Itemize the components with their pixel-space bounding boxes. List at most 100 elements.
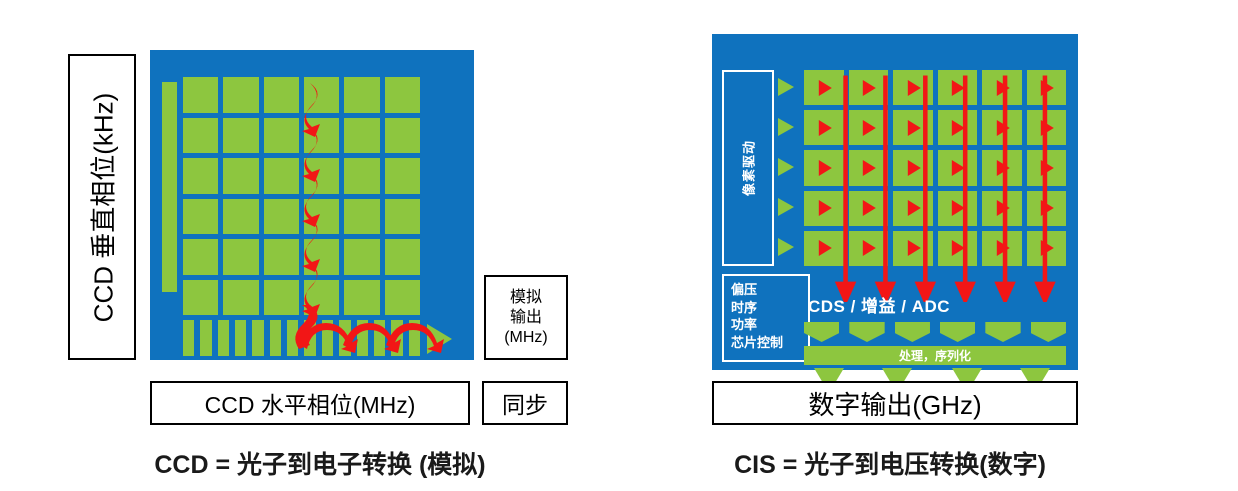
ccd-vertical-phase-text: CCD 垂直相位(kHz) bbox=[88, 92, 119, 322]
ccd-caption: CCD = 光子到电子转换 (模拟) bbox=[60, 443, 580, 483]
ccd-pixel bbox=[183, 239, 219, 275]
ccd-register-cell bbox=[269, 320, 282, 356]
cis-pixel bbox=[893, 70, 933, 106]
cis-pixel bbox=[937, 150, 977, 186]
ccd-pixel bbox=[384, 198, 420, 234]
ccd-register-cell bbox=[200, 320, 212, 356]
ccd-sync-box: 同步 bbox=[482, 381, 568, 425]
ccd-pixel bbox=[344, 117, 380, 153]
ccd-analog-output-box: 模拟 输出 (MHz) bbox=[484, 275, 568, 360]
ccd-pixel bbox=[303, 117, 340, 153]
cis-caption: CIS = 光子到电压转换(数字) bbox=[680, 443, 1100, 483]
cis-adc-block bbox=[939, 322, 976, 342]
cis-pixel bbox=[848, 230, 888, 266]
cis-adc-block bbox=[985, 322, 1021, 342]
cis-pixel bbox=[848, 150, 888, 186]
cis-row-arrow-icon bbox=[778, 238, 794, 256]
ccd-sync-text: 同步 bbox=[502, 392, 548, 418]
cis-pixel bbox=[982, 230, 1022, 266]
ccd-pixel bbox=[223, 117, 259, 153]
cis-pixel bbox=[804, 110, 844, 146]
ccd-horizontal-shift-register bbox=[183, 320, 420, 356]
cis-pixel bbox=[804, 70, 844, 106]
ccd-pixel bbox=[384, 239, 420, 275]
ccd-pixel bbox=[223, 77, 259, 113]
cis-pixel bbox=[937, 110, 977, 146]
ccd-pixel bbox=[223, 239, 259, 275]
ccd-vertical-clock-bar bbox=[162, 82, 177, 292]
ccd-pixel bbox=[263, 279, 299, 315]
cis-pixel bbox=[1026, 230, 1066, 266]
cis-control-line1: 偏压 bbox=[731, 282, 758, 297]
ccd-pixel-grid bbox=[183, 77, 420, 315]
cis-caption-text: CIS = 光子到电压转换(数字) bbox=[734, 451, 1046, 479]
cis-pixel bbox=[893, 110, 933, 146]
ccd-pixel bbox=[344, 77, 380, 113]
ccd-register-cell bbox=[183, 320, 195, 356]
ccd-pixel bbox=[303, 279, 340, 315]
cis-processing-bar: 处理，序列化 bbox=[804, 346, 1066, 365]
ccd-sensor-panel bbox=[150, 50, 474, 360]
ccd-pixel bbox=[384, 279, 420, 315]
cis-pixel bbox=[982, 70, 1022, 106]
ccd-pixel bbox=[223, 279, 259, 315]
cis-pixel bbox=[848, 110, 888, 146]
ccd-analog-output-line1: 模拟 bbox=[509, 288, 542, 306]
cis-row-arrow-icon bbox=[778, 78, 794, 96]
cis-row-arrow-icon bbox=[778, 158, 794, 176]
cis-control-line3: 功率 bbox=[731, 317, 758, 333]
ccd-horizontal-phase-text: CCD 水平相位(MHz) bbox=[204, 392, 416, 418]
cis-adc-block bbox=[849, 322, 885, 342]
ccd-register-cell bbox=[287, 320, 299, 356]
ccd-pixel bbox=[183, 117, 219, 153]
cis-digital-output-box: 数字输出(GHz) bbox=[712, 381, 1078, 425]
ccd-pixel bbox=[384, 77, 420, 113]
cis-column-chain-label: CDS / 增益 / ADC bbox=[808, 292, 1066, 317]
cis-processing-text: 处理，序列化 bbox=[898, 349, 971, 363]
ccd-pixel bbox=[183, 77, 219, 113]
cis-pixel bbox=[893, 230, 933, 266]
cis-control-box: 偏压 时序 功率 芯片控制 bbox=[722, 274, 810, 362]
ccd-pixel bbox=[263, 239, 299, 275]
ccd-register-cell bbox=[391, 320, 403, 356]
cis-pixel bbox=[982, 110, 1022, 146]
ccd-pixel bbox=[223, 158, 259, 194]
cis-row-driver-arrows bbox=[776, 70, 798, 266]
cis-pixel bbox=[937, 190, 977, 226]
cis-pixel-driver-box: 像素驱动 bbox=[722, 70, 774, 266]
ccd-pixel bbox=[303, 198, 340, 234]
cis-pixel bbox=[982, 150, 1022, 186]
ccd-pixel bbox=[183, 158, 219, 194]
cis-control-line2: 时序 bbox=[731, 299, 758, 315]
cis-sensor-panel: 像素驱动 偏压 时序 功率 芯片控制 bbox=[712, 34, 1078, 393]
cis-digital-output-text: 数字输出(GHz) bbox=[808, 389, 982, 420]
ccd-pixel bbox=[344, 239, 380, 275]
ccd-horizontal-phase-label: CCD 水平相位(MHz) bbox=[150, 381, 470, 425]
cis-adc-block bbox=[894, 322, 930, 342]
ccd-vertical-phase-label: CCD 垂直相位(kHz) bbox=[68, 54, 136, 360]
ccd-register-cell bbox=[408, 320, 420, 356]
cis-pixel bbox=[804, 190, 844, 226]
cis-pixel bbox=[982, 190, 1022, 226]
ccd-pixel bbox=[263, 117, 299, 153]
ccd-register-cell bbox=[339, 320, 351, 356]
cis-row-arrow-icon bbox=[778, 118, 794, 136]
cis-pixel bbox=[848, 70, 888, 106]
cis-pixel bbox=[1026, 150, 1066, 186]
cis-adc-block-row bbox=[804, 322, 1066, 342]
cis-pixel bbox=[1026, 110, 1066, 146]
ccd-output-arrow-icon bbox=[427, 324, 452, 354]
ccd-register-cell bbox=[235, 320, 247, 356]
cis-pixel bbox=[937, 230, 977, 266]
ccd-caption-text: CCD = 光子到电子转换 (模拟) bbox=[154, 451, 486, 479]
ccd-pixel bbox=[384, 158, 420, 194]
ccd-register-cell bbox=[252, 320, 264, 356]
ccd-register-cell bbox=[217, 320, 230, 356]
ccd-analog-output-line3: (MHz) bbox=[504, 328, 548, 346]
ccd-pixel bbox=[303, 239, 340, 275]
ccd-pixel bbox=[384, 117, 420, 153]
cis-pixel bbox=[1026, 190, 1066, 226]
ccd-register-cell bbox=[356, 320, 368, 356]
ccd-pixel bbox=[183, 279, 219, 315]
